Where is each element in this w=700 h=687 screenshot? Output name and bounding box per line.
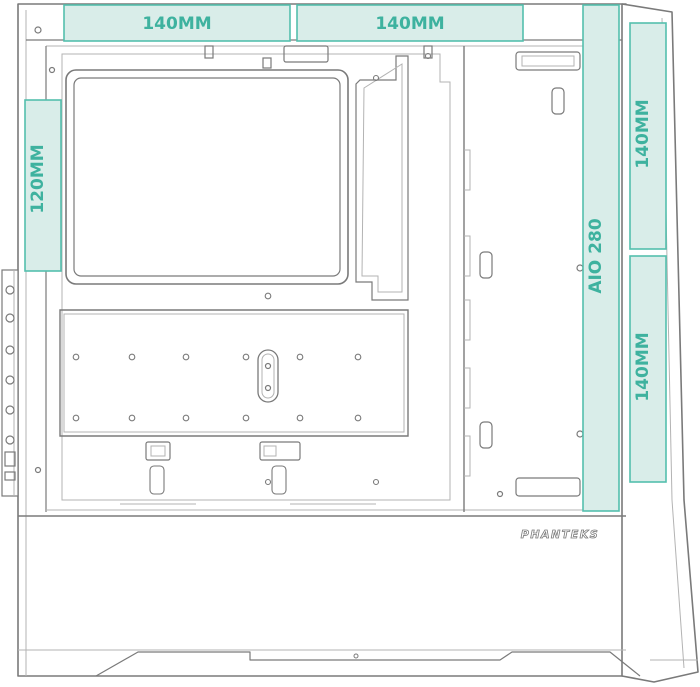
standoff <box>264 478 272 486</box>
label-rear-120: 120MM <box>28 144 48 213</box>
rear-screw-1 <box>34 26 42 34</box>
drive-clip <box>479 421 493 449</box>
label-side-aio: AIO 280 <box>586 218 606 294</box>
grommet-inner <box>150 445 166 457</box>
cpu-cutout <box>65 69 349 285</box>
top-grommet <box>283 45 329 63</box>
rear-io <box>1 26 56 497</box>
io-port-7 <box>4 451 16 467</box>
drive-clip <box>479 251 493 279</box>
standoff <box>72 353 80 361</box>
drive-tab <box>464 367 471 409</box>
tray-outline <box>61 53 451 501</box>
io-port-2 <box>5 313 15 323</box>
drive-slot-top-inner <box>521 55 575 67</box>
cpu-cutout-inner <box>73 77 341 277</box>
standoffs <box>72 52 432 486</box>
top-grommet-small <box>204 45 214 59</box>
cable-channel-inner <box>361 63 403 293</box>
top-grommet-small <box>423 45 433 59</box>
standoff <box>128 414 136 422</box>
rear-screw-3 <box>48 66 56 74</box>
label-front-lower: 140MM <box>633 332 653 401</box>
drive-slot-bottom <box>515 477 581 497</box>
slot-side-aio <box>582 4 620 512</box>
label-top-front: 140MM <box>142 14 211 34</box>
slot-front-upper <box>629 22 667 250</box>
label-front-upper: 140MM <box>633 99 653 168</box>
clip <box>149 465 165 495</box>
standoff <box>372 74 380 82</box>
standoff <box>372 478 380 486</box>
io-port-5 <box>5 405 15 415</box>
lower-tray-panel-inner <box>63 313 405 433</box>
motherboard-tray <box>59 45 451 505</box>
io-port-1 <box>5 285 15 295</box>
lower-tray-panel <box>59 309 409 437</box>
standoff <box>128 353 136 361</box>
front-foot <box>356 651 641 677</box>
fan-slots: 140MM 140MM 120MM AIO 280 140MM 140MM <box>24 4 667 512</box>
io-port-8 <box>4 471 16 481</box>
slot-hole <box>264 362 272 370</box>
standoff <box>354 414 362 422</box>
slot-front-lower <box>629 255 667 483</box>
drive-clip <box>551 87 565 115</box>
grommet <box>145 441 171 461</box>
drive-tab <box>464 149 471 191</box>
standoff <box>182 353 190 361</box>
standoff <box>242 414 250 422</box>
standoff <box>182 414 190 422</box>
standoff <box>354 353 362 361</box>
slot-rear-120 <box>24 99 62 272</box>
slot-top-rear <box>296 4 524 42</box>
io-port-3 <box>5 345 15 355</box>
drive-tab <box>464 435 471 477</box>
standoff <box>296 353 304 361</box>
rear-screw-2 <box>34 466 42 474</box>
rear-foot <box>95 651 356 677</box>
top-grommet-small <box>262 57 272 69</box>
drive-screw <box>496 490 504 498</box>
standoff <box>72 414 80 422</box>
io-port-4 <box>5 375 15 385</box>
slot-top-front <box>63 4 291 42</box>
chassis-outline <box>17 3 627 677</box>
tray-slot <box>257 349 279 403</box>
slot-hole <box>264 384 272 392</box>
clip <box>271 465 287 495</box>
drive-tab <box>464 299 471 341</box>
standoff <box>296 414 304 422</box>
brand-logo: PHANTEKS <box>521 528 599 541</box>
grommet-inner <box>263 445 277 457</box>
standoff <box>242 353 250 361</box>
label-top-rear: 140MM <box>375 14 444 34</box>
drive-area <box>463 46 584 512</box>
drive-tab <box>464 235 471 277</box>
io-port-6 <box>5 435 15 445</box>
drive-slot-top <box>515 51 581 71</box>
tray-slot-inner <box>261 353 275 399</box>
grommet <box>259 441 301 461</box>
foot-screw <box>353 653 359 659</box>
standoff <box>264 292 272 300</box>
